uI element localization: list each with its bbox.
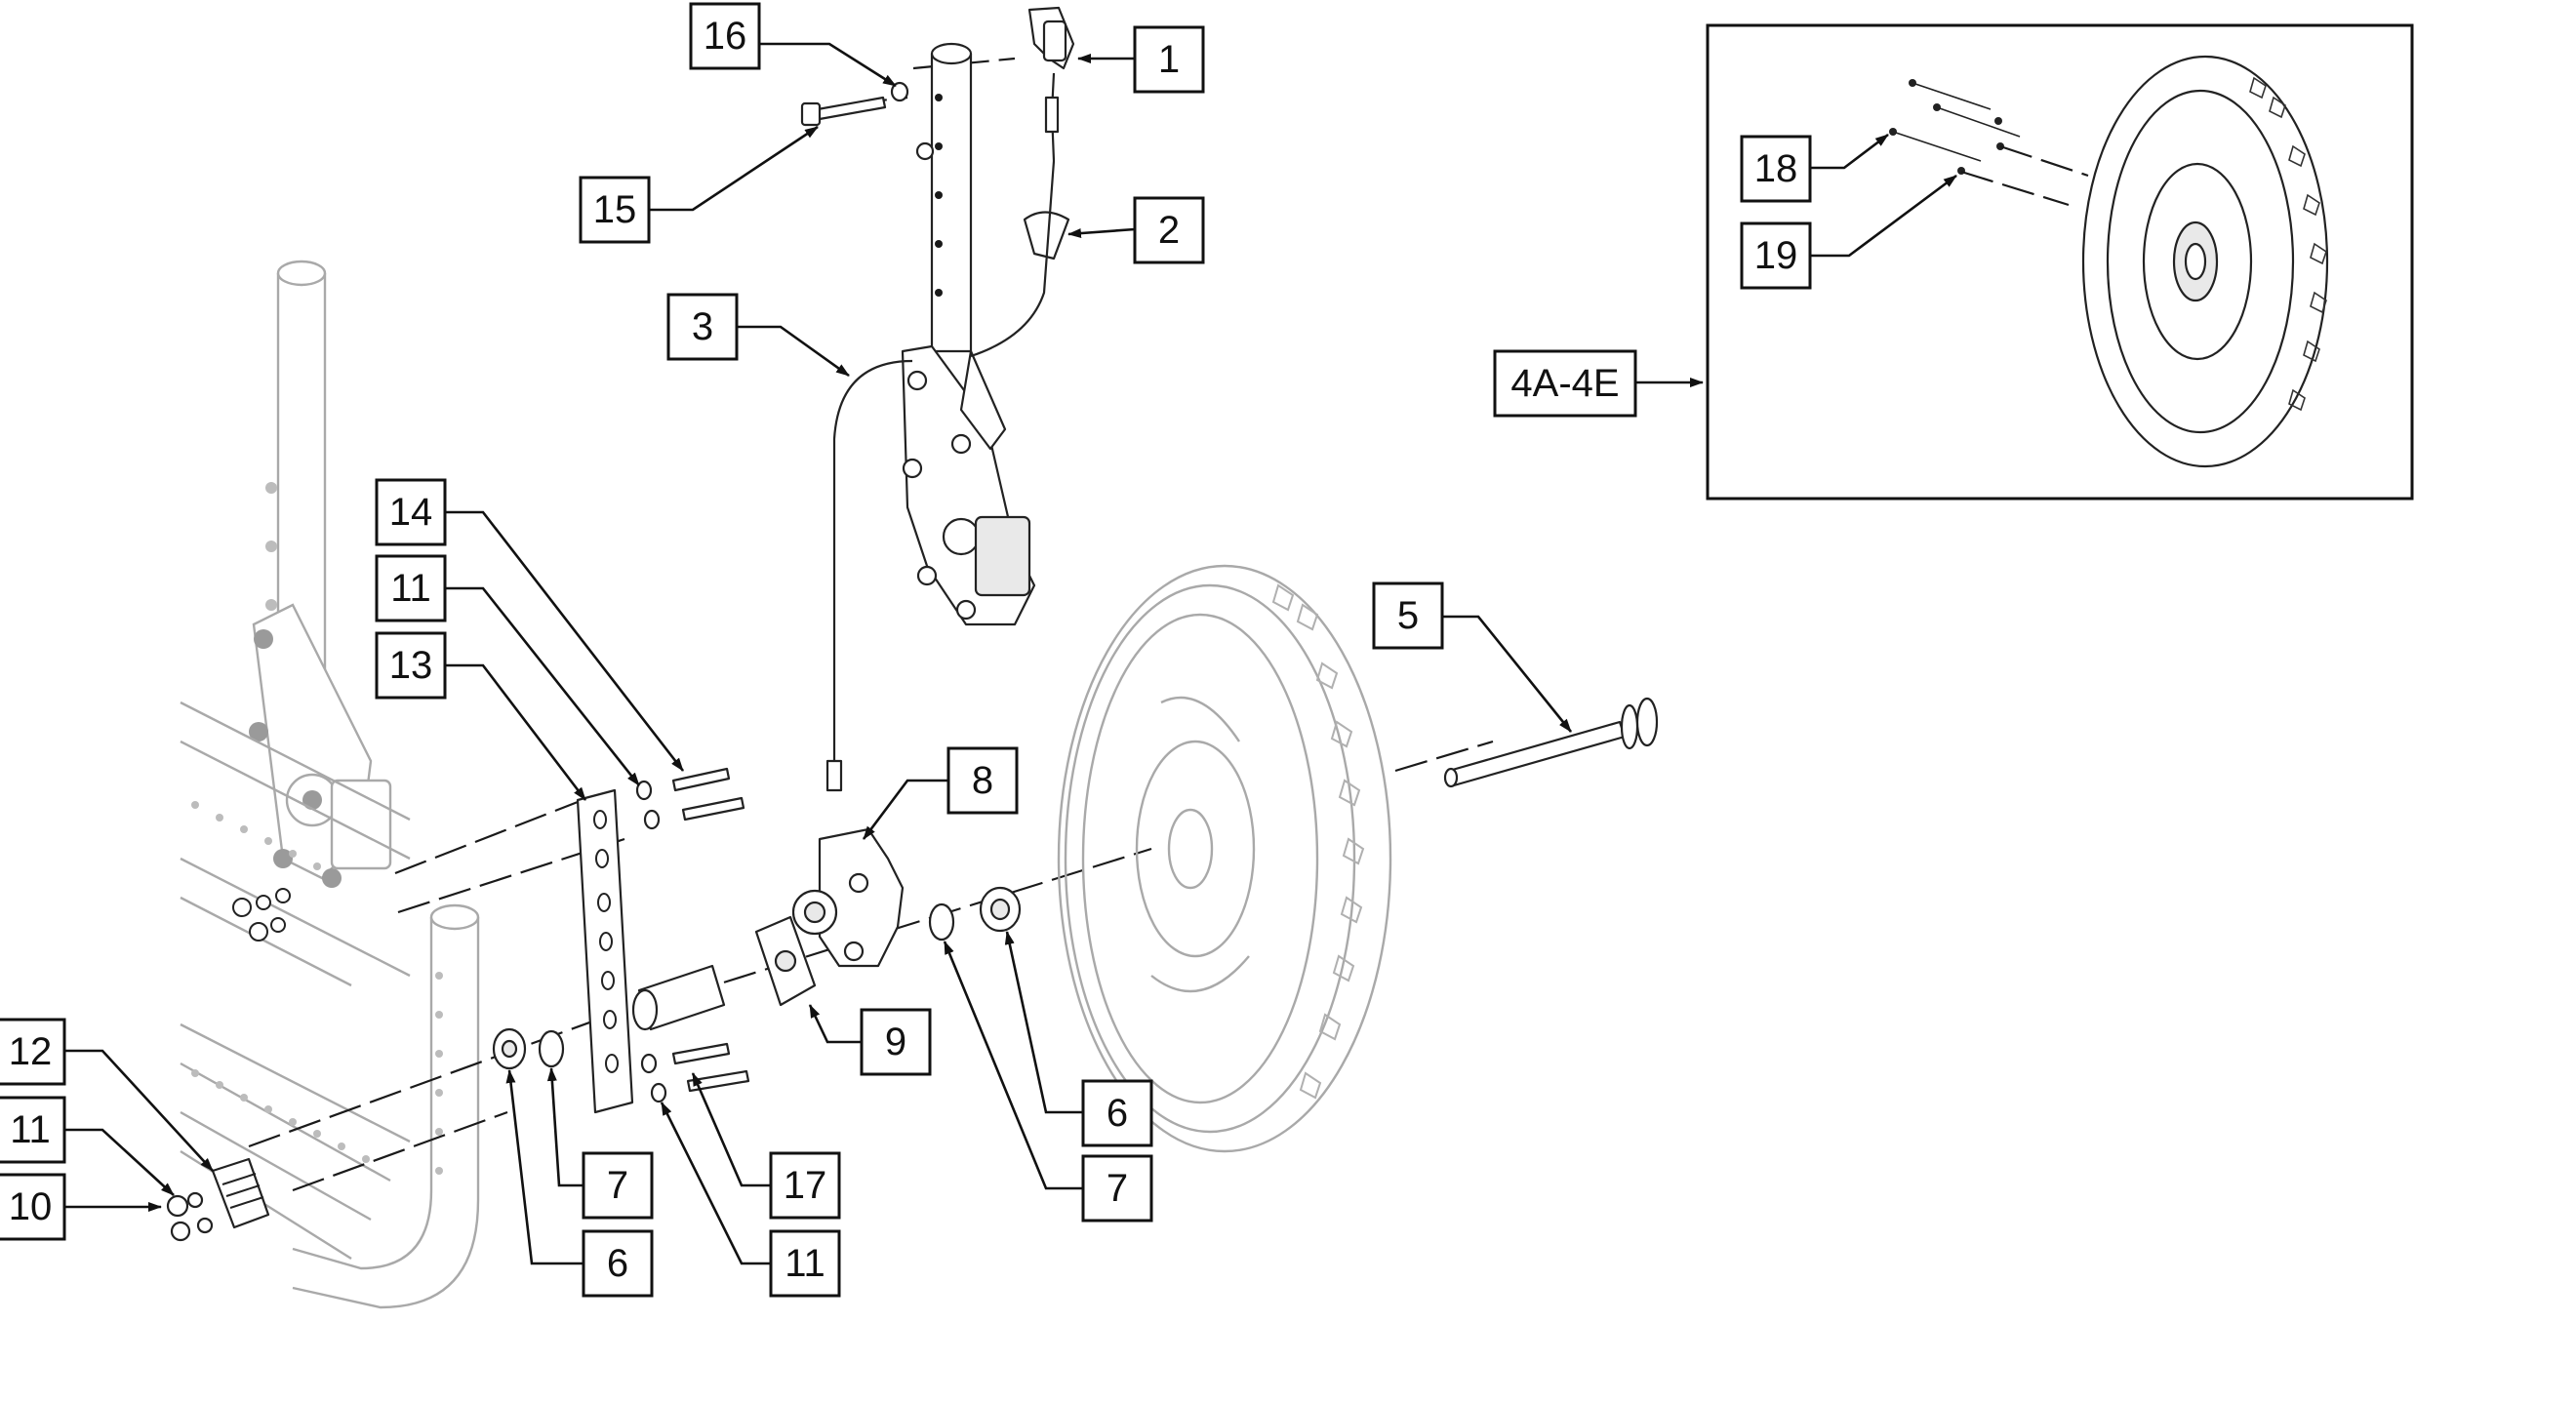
callout-12: 12 [0, 1018, 66, 1086]
callout-6-left: 6 [582, 1229, 654, 1298]
callout-14: 14 [375, 478, 447, 546]
callout-4a-4e: 4A-4E [1493, 349, 1637, 418]
callout-box [1740, 135, 1812, 203]
callout-label: 14 [389, 491, 433, 534]
callout-label: 6 [1107, 1092, 1128, 1135]
callout-box [0, 1173, 66, 1241]
callout-11-lower-left: 11 [0, 1096, 66, 1164]
callout-label: 5 [1397, 594, 1419, 637]
callout-box [860, 1008, 932, 1076]
callout-19: 19 [1740, 221, 1812, 290]
callout-label: 2 [1158, 209, 1180, 252]
callout-7-right: 7 [1081, 1154, 1153, 1223]
callout-label: 13 [389, 644, 433, 687]
callout-9: 9 [860, 1008, 932, 1076]
callout-label: 19 [1754, 234, 1798, 277]
callout-box [375, 478, 447, 546]
callout-box [689, 2, 761, 70]
callout-box [582, 1151, 654, 1220]
callout-box [1133, 25, 1205, 94]
callout-5: 5 [1372, 581, 1444, 650]
leader-lines [64, 42, 1957, 1265]
ghost-frame [180, 260, 480, 1309]
callout-box [1081, 1154, 1153, 1223]
callout-box [1372, 581, 1444, 650]
callout-16: 16 [689, 2, 761, 70]
lock-bracket-assembly [631, 827, 1022, 1031]
callout-18: 18 [1740, 135, 1812, 203]
callout-7-left: 7 [582, 1151, 654, 1220]
inset-frame [1706, 23, 2414, 501]
callout-box [1493, 349, 1637, 418]
callout-13: 13 [375, 631, 447, 700]
callout-label: 16 [704, 15, 747, 58]
callout-box [0, 1096, 66, 1164]
callout-label: 11 [10, 1108, 51, 1151]
callout-box [0, 1018, 66, 1086]
callout-box [582, 1229, 654, 1298]
inset-wheel [1889, 55, 2329, 468]
callout-11-bottom: 11 [769, 1229, 841, 1298]
callout-6-right: 6 [1081, 1079, 1153, 1147]
ghost-caster-wheel [1057, 564, 1392, 1153]
callout-10: 10 [0, 1173, 66, 1241]
callout-box [1740, 221, 1812, 290]
lower-left-hardware [166, 1157, 270, 1242]
callout-2: 2 [1133, 196, 1205, 264]
callout-label: 11 [785, 1242, 825, 1285]
callout-box [375, 554, 447, 622]
callout-label: 7 [1107, 1167, 1128, 1210]
callout-1: 1 [1133, 25, 1205, 94]
callout-box [769, 1151, 841, 1220]
callout-box [666, 293, 739, 361]
callout-label: 12 [9, 1030, 53, 1073]
callout-label: 15 [593, 188, 637, 231]
callout-label: 8 [972, 759, 993, 802]
callout-label: 6 [607, 1242, 628, 1285]
caster-stem-assembly [800, 6, 1075, 792]
callout-label: 10 [9, 1185, 53, 1228]
callout-11-upper: 11 [375, 554, 447, 622]
callout-17: 17 [769, 1151, 841, 1220]
callout-label: 17 [784, 1164, 827, 1207]
callout-label: 3 [692, 305, 713, 348]
callout-label: 4A-4E [1510, 362, 1619, 405]
callout-box [946, 746, 1019, 815]
callout-label: 18 [1754, 147, 1798, 190]
callout-box [769, 1229, 841, 1298]
callout-8: 8 [946, 746, 1019, 815]
callout-label: 7 [607, 1164, 628, 1207]
mounting-plate-assembly [232, 767, 750, 1114]
callout-label: 9 [885, 1021, 906, 1063]
axle-bolt [1443, 697, 1659, 788]
callout-15: 15 [579, 176, 651, 244]
callout-box [1081, 1079, 1153, 1147]
callout-label: 11 [390, 567, 431, 610]
callout-box [579, 176, 651, 244]
callout-3: 3 [666, 293, 739, 361]
callout-box [375, 631, 447, 700]
callout-box [1133, 196, 1205, 264]
callout-label: 1 [1158, 38, 1180, 81]
